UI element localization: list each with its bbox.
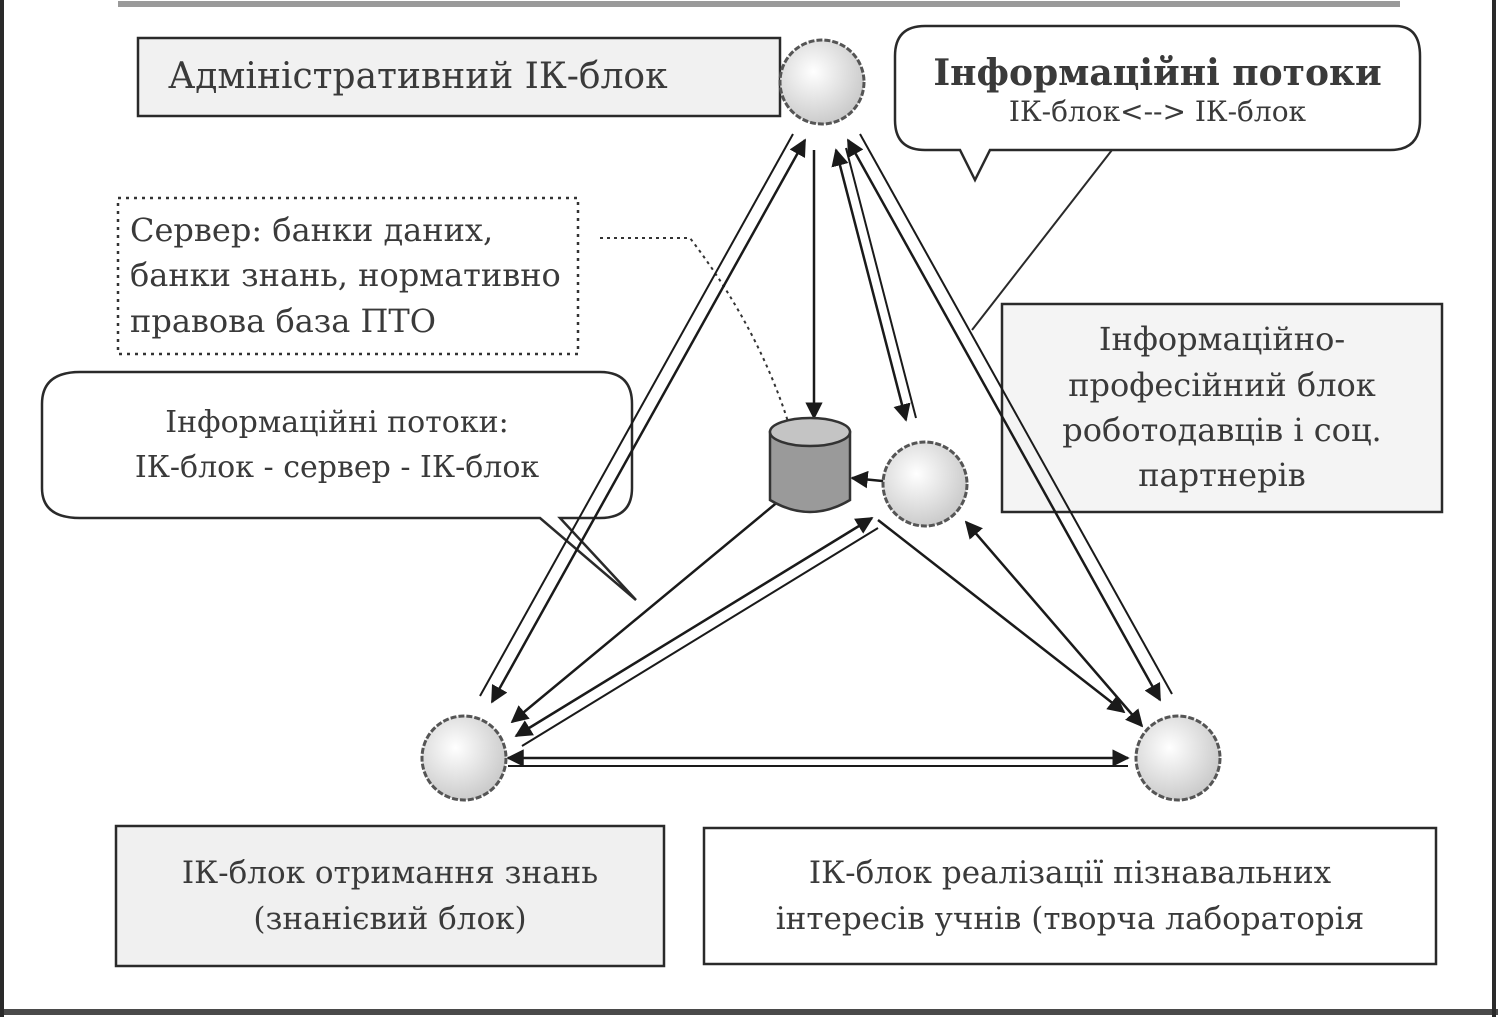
server-line-3: правова база ПТО bbox=[130, 301, 436, 340]
knowledge-box bbox=[114, 824, 666, 968]
arrow-knowledge-employers-2 bbox=[521, 527, 879, 747]
knowledge-node bbox=[420, 714, 508, 802]
arrows-group bbox=[479, 133, 1173, 767]
admin-block-text: Адміністративний ІК-блок bbox=[168, 56, 668, 98]
server-label: Сервер: банки даних, банки знань, нормат… bbox=[118, 198, 578, 354]
employers-line-4: партнерів bbox=[1138, 456, 1306, 495]
arrow-server-knowledge bbox=[510, 499, 781, 724]
server-line-1: Сервер: банки даних, bbox=[130, 210, 494, 249]
arrow-employers-creative bbox=[877, 519, 1126, 714]
employers-node bbox=[881, 440, 969, 528]
server-line-2: банки знань, нормативно bbox=[130, 256, 561, 295]
employers-line-2: професійний блок bbox=[1068, 365, 1376, 404]
knowledge-label: ІК-блок отримання знань (знанієвий блок) bbox=[116, 826, 664, 966]
flows-server-line-1: Інформаційні потоки: bbox=[165, 405, 509, 440]
arrow-employers-creative-2 bbox=[964, 520, 1144, 728]
creative-box bbox=[702, 826, 1438, 966]
employers-line-3: роботодавців і соц. bbox=[1062, 411, 1382, 449]
flows-server-label: Інформаційні потоки: ІК-блок - сервер - … bbox=[42, 372, 632, 518]
creative-line-1: ІК-блок реалізації пізнавальних bbox=[808, 854, 1332, 891]
creative-label: ІК-блок реалізації пізнавальних інтересі… bbox=[704, 828, 1436, 964]
flows-block-block-subtitle: ІК-блок<--> ІК-блок bbox=[1008, 94, 1307, 128]
knowledge-line-2: (знанієвий блок) bbox=[253, 901, 527, 937]
admin-node bbox=[778, 38, 866, 126]
flows-server-line-2: ІК-блок - сервер - ІК-блок bbox=[134, 450, 540, 485]
flows-block-block-title: Інформаційні потоки bbox=[933, 51, 1382, 94]
knowledge-line-1: ІК-блок отримання знань bbox=[181, 854, 599, 891]
arrow-admin-employers-2 bbox=[845, 147, 917, 419]
creative-node bbox=[1134, 714, 1222, 802]
employers-line-1: Інформаційно- bbox=[1098, 320, 1346, 359]
arrow-admin-employers bbox=[831, 148, 911, 422]
admin-block-box bbox=[136, 36, 782, 118]
arrow-knowledge-employers bbox=[514, 516, 874, 738]
server-cylinder-icon bbox=[768, 416, 852, 514]
creative-line-2: інтересів учнів (творча лабораторія bbox=[775, 901, 1365, 937]
employers-label: Інформаційно- професійний блок роботодав… bbox=[1002, 304, 1442, 512]
flows-block-block-label: Інформаційні потоки ІК-блок<--> ІК-блок bbox=[895, 30, 1420, 150]
admin-block-label: Адміністративний ІК-блок bbox=[138, 38, 780, 116]
